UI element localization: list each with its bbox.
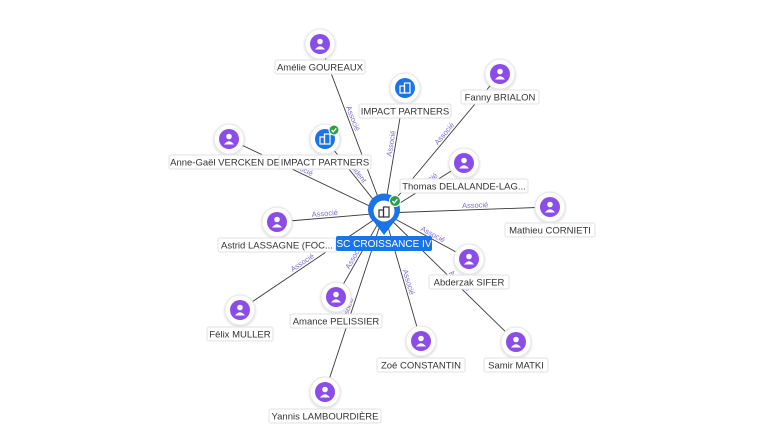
person-icon bbox=[315, 38, 325, 50]
edge-amance bbox=[335, 212, 385, 298]
person-node-yannis[interactable]: Yannis LAMBOURDIÈRE bbox=[268, 376, 382, 424]
node-label-box bbox=[274, 59, 366, 75]
person-node-fanny[interactable]: Fanny BRIALON bbox=[460, 58, 540, 105]
edge-label-zoe: Associé bbox=[401, 268, 417, 296]
edge-astrid bbox=[276, 212, 385, 223]
edge-label-mathieu: Associé bbox=[462, 200, 489, 210]
check-badge-icon bbox=[389, 195, 401, 207]
node-label: Thomas DELALANDE-LAG... bbox=[402, 181, 526, 192]
person-icon bbox=[495, 68, 505, 80]
person-node-amelie[interactable]: Amélie GOUREAUX bbox=[274, 28, 366, 75]
edge-mathieu bbox=[383, 206, 551, 214]
node-label: Abderzak SIFER bbox=[434, 277, 505, 288]
node-label-box bbox=[399, 178, 529, 194]
node-label: Amance PELISSIER bbox=[293, 316, 380, 327]
person-icon bbox=[235, 304, 245, 316]
node-label: IMPACT PARTNERS bbox=[361, 106, 450, 117]
node-label-box bbox=[460, 89, 540, 105]
node-label-box bbox=[358, 103, 452, 119]
person-icon bbox=[511, 336, 521, 348]
edge-felix bbox=[239, 212, 385, 311]
edge-label-felix: Associé bbox=[289, 252, 316, 274]
person-icon bbox=[464, 253, 474, 265]
node-label: Samir MATKI bbox=[488, 360, 544, 371]
node-label: Astrid LASSAGNE (FOC... bbox=[221, 240, 333, 251]
node-label-box bbox=[268, 408, 382, 424]
edge-label-fanny: Associé bbox=[432, 121, 456, 147]
edge-label-impact1: Associé bbox=[385, 130, 398, 157]
person-icon bbox=[545, 201, 555, 213]
node-label-box bbox=[289, 313, 383, 329]
person-icon bbox=[459, 157, 469, 169]
edge-anne bbox=[228, 138, 385, 214]
center-node[interactable]: SC CROISSANCE IV bbox=[336, 193, 432, 251]
node-label-box bbox=[376, 357, 466, 373]
person-node-thomas[interactable]: Thomas DELALANDE-LAG... bbox=[399, 147, 529, 194]
node-label-box bbox=[428, 274, 510, 290]
person-icon bbox=[416, 335, 426, 347]
node-label: Amélie GOUREAUX bbox=[277, 62, 364, 73]
center-label: SC CROISSANCE IV bbox=[336, 239, 431, 250]
company-node-impact1[interactable]: IMPACT PARTNERS bbox=[358, 72, 452, 119]
person-node-amance[interactable]: Amance PELISSIER bbox=[289, 281, 383, 329]
node-label: Fanny BRIALON bbox=[465, 92, 536, 103]
person-icon bbox=[331, 291, 341, 303]
person-node-felix[interactable]: Félix MULLER bbox=[206, 294, 274, 342]
check-badge-icon bbox=[328, 124, 340, 136]
edge-label-astrid: Associé bbox=[311, 208, 338, 219]
person-node-samir[interactable]: Samir MATKI bbox=[483, 326, 549, 373]
node-label: Zoé CONSTANTIN bbox=[381, 360, 461, 371]
node-label: Félix MULLER bbox=[209, 329, 270, 340]
building-icon bbox=[378, 206, 390, 218]
node-label: IMPACT PARTNERS bbox=[281, 157, 370, 168]
node-label-box bbox=[206, 326, 274, 342]
company-node-impact2[interactable]: IMPACT PARTNERS bbox=[278, 123, 372, 170]
person-icon bbox=[272, 216, 282, 228]
node-label-box bbox=[278, 154, 372, 170]
node-label: Yannis LAMBOURDIÈRE bbox=[272, 411, 379, 422]
person-node-anne[interactable]: Anne-Gaël VERCKEN DE... bbox=[168, 123, 290, 170]
person-node-astrid[interactable]: Astrid LASSAGNE (FOC... bbox=[217, 206, 337, 253]
person-node-mathieu[interactable]: Mathieu CORNIETI bbox=[504, 191, 596, 238]
person-icon bbox=[320, 386, 330, 398]
node-label-box bbox=[483, 357, 549, 373]
building-icon bbox=[399, 82, 411, 94]
person-node-abderzak[interactable]: Abderzak SIFER bbox=[428, 243, 510, 290]
edge-zoe bbox=[383, 212, 422, 342]
node-label: Mathieu CORNIETI bbox=[509, 225, 591, 236]
building-icon bbox=[319, 133, 331, 145]
person-icon bbox=[224, 133, 234, 145]
nodes-layer: Amélie GOUREAUX IMPACT PARTNERS Fanny BRIA… bbox=[168, 28, 596, 424]
node-label-box bbox=[504, 222, 596, 238]
person-node-zoe[interactable]: Zoé CONSTANTIN bbox=[376, 325, 466, 373]
node-label: Anne-Gaël VERCKEN DE... bbox=[170, 157, 288, 168]
center-label-box bbox=[336, 236, 432, 251]
